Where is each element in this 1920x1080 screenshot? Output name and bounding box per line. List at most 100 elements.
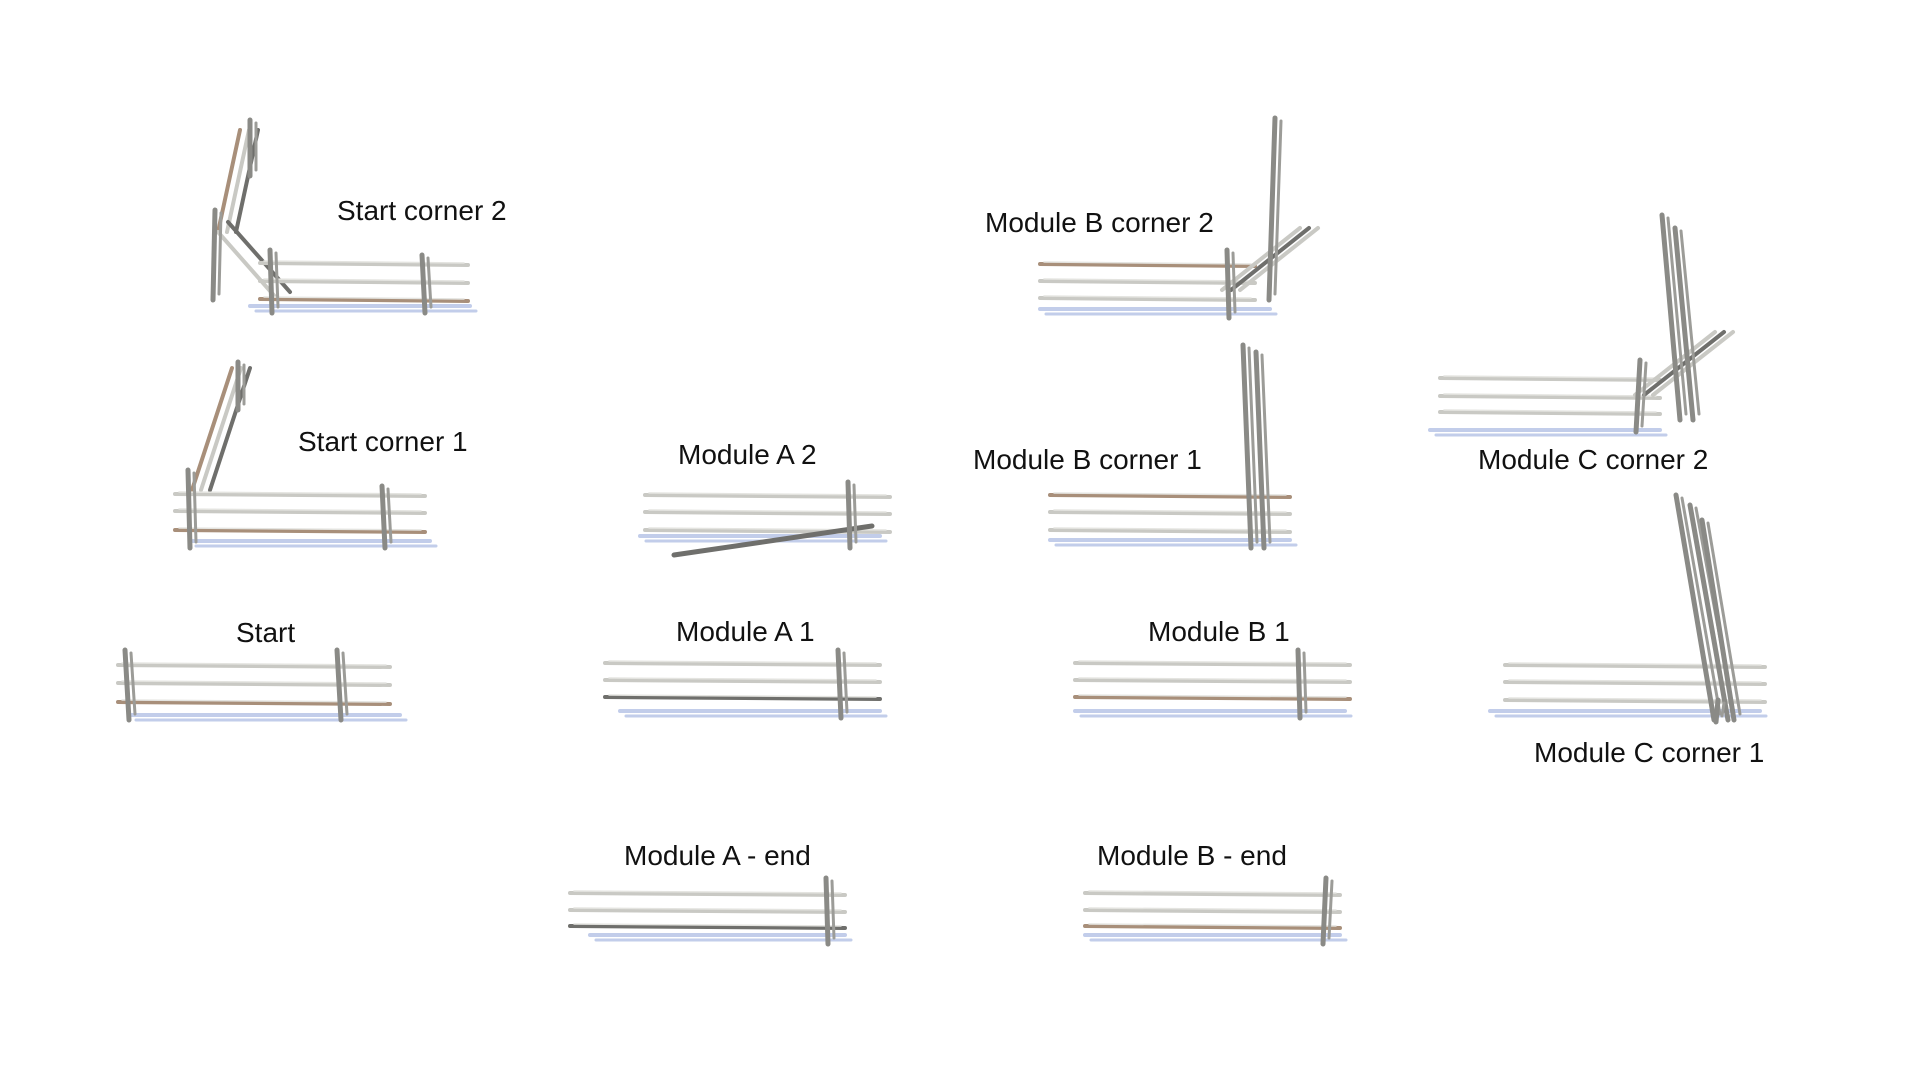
- rail: [1083, 924, 1342, 930]
- post: [419, 252, 428, 316]
- post: [1672, 225, 1696, 423]
- rail-highlight: [1443, 409, 1657, 413]
- post: [426, 256, 433, 309]
- post: [267, 247, 275, 316]
- post: [129, 651, 137, 716]
- post: [1679, 229, 1701, 416]
- fence-start-corner-1: [173, 359, 438, 551]
- post: [845, 479, 853, 551]
- rail-highlight: [178, 527, 422, 531]
- rail-highlight: [121, 680, 387, 684]
- post: [1720, 701, 1726, 718]
- post: [274, 251, 280, 309]
- label-start-corner-2: Start corner 2: [337, 195, 507, 226]
- post: [830, 879, 836, 940]
- rail-highlight: [608, 677, 877, 681]
- rail: [1083, 908, 1342, 914]
- post: [1320, 875, 1329, 947]
- rail-highlight: [1088, 907, 1337, 911]
- post: [1266, 115, 1278, 303]
- rail: [603, 661, 882, 667]
- label-module-b-1: Module B 1: [1148, 616, 1290, 647]
- post: [823, 875, 831, 947]
- fallen-rail: [671, 523, 875, 558]
- post: [1327, 879, 1334, 940]
- label-module-c-corner-2: Module C corner 2: [1478, 444, 1709, 475]
- post: [1659, 212, 1683, 423]
- post: [1260, 353, 1272, 544]
- label-module-a-1: Module A 1: [676, 616, 815, 647]
- post: [852, 483, 858, 544]
- rail: [199, 366, 243, 492]
- rail-highlight: [573, 923, 842, 927]
- rail: [225, 128, 251, 234]
- post: [1633, 357, 1643, 435]
- post: [210, 207, 218, 303]
- post: [1713, 697, 1721, 725]
- fence-start: [116, 647, 408, 723]
- rail-highlight: [1043, 261, 1252, 265]
- rail: [1238, 226, 1320, 292]
- post: [122, 647, 132, 723]
- rail: [1438, 410, 1662, 416]
- fence-module-b-1: [1073, 647, 1353, 721]
- post: [1699, 517, 1737, 723]
- label-module-c-corner-1: Module C corner 1: [1534, 737, 1765, 768]
- fence-module-b-corner-1: [1048, 342, 1298, 551]
- post: [185, 467, 193, 551]
- label-module-a-2: Module A 2: [678, 439, 817, 470]
- rail: [1038, 296, 1257, 302]
- post: [1224, 247, 1232, 321]
- post: [842, 651, 849, 714]
- rail-highlight: [1078, 660, 1347, 664]
- rail: [568, 891, 847, 897]
- rail: [568, 908, 847, 914]
- post: [1706, 521, 1742, 716]
- rail-highlight: [1043, 295, 1252, 299]
- post: [1273, 119, 1283, 296]
- rail-highlight: [573, 890, 842, 894]
- post: [217, 211, 223, 296]
- fence-module-b-end: [1083, 875, 1348, 947]
- rail: [216, 230, 280, 302]
- rail: [603, 678, 882, 684]
- post: [1240, 342, 1254, 551]
- post: [192, 471, 198, 544]
- post: [341, 651, 349, 716]
- rail: [258, 261, 470, 267]
- rail-highlight: [1043, 278, 1252, 282]
- post: [1680, 496, 1722, 716]
- rail: [116, 700, 392, 706]
- rail-highlight: [608, 694, 877, 698]
- rail: [1438, 376, 1662, 382]
- rail: [234, 128, 260, 234]
- post: [1687, 502, 1731, 723]
- rail: [1503, 698, 1767, 704]
- post: [1666, 216, 1688, 416]
- rail-highlight: [1078, 677, 1347, 681]
- rail: [190, 366, 234, 492]
- rail: [1642, 330, 1726, 397]
- rail-highlight: [1053, 527, 1287, 531]
- post: [1247, 346, 1259, 544]
- rail-highlight: [178, 508, 422, 512]
- fence-module-a-2: [638, 479, 892, 558]
- fence-start-corner-2: [210, 117, 478, 316]
- rail: [1438, 394, 1662, 400]
- rail: [568, 924, 847, 930]
- rail-highlight: [1088, 890, 1337, 894]
- rail-highlight: [1088, 923, 1337, 927]
- post: [334, 647, 344, 723]
- rail: [603, 695, 882, 701]
- post: [379, 483, 388, 551]
- rail-highlight: [263, 260, 465, 264]
- label-module-b-end: Module B - end: [1097, 840, 1287, 871]
- label-start: Start: [236, 617, 296, 648]
- rail-highlight: [1443, 393, 1657, 397]
- post: [1640, 361, 1648, 428]
- post: [1253, 349, 1267, 551]
- label-start-corner-1: Start corner 1: [298, 426, 468, 457]
- rail: [1503, 663, 1767, 669]
